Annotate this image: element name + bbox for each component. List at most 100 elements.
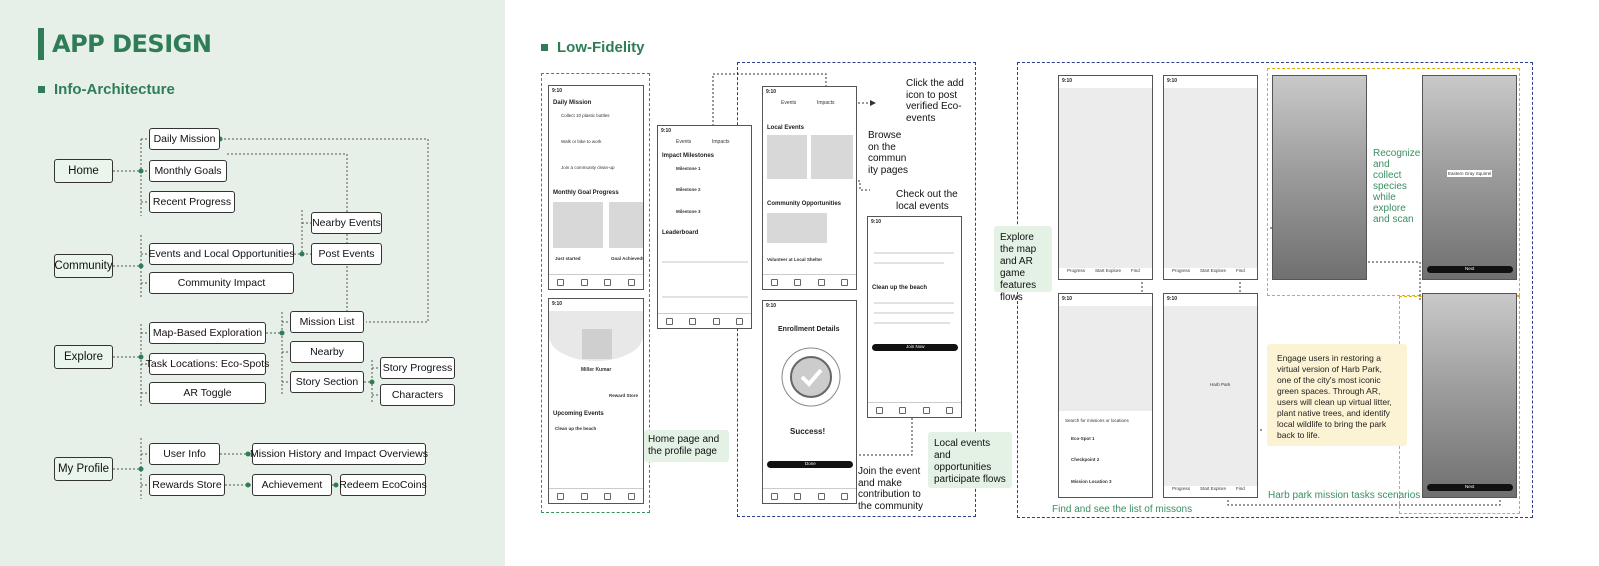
ia-node-community: Community [54, 254, 113, 278]
profile-name: Miller Kumar [581, 367, 612, 373]
ia-node-nearby: Nearby [290, 341, 364, 363]
page-title: APP DESIGN [38, 28, 212, 60]
opportunity-card [767, 213, 827, 243]
community-opps-title: Community Opportunities [767, 201, 841, 207]
annotation-add-icon: Click the add icon to post verified Eco-… [906, 78, 964, 124]
phone-ar-park-screen [1272, 75, 1367, 280]
phone-events-screen: 9:10 Events Impacts Local Events Communi… [762, 86, 857, 290]
note-home-profile: Home page and the profile page [644, 430, 729, 462]
ia-node-post-events: Post Events [311, 243, 382, 265]
bottom-nav [658, 313, 751, 328]
tab-events: Events [781, 100, 797, 106]
eco-spot-item: Checkpoint 2 [1071, 457, 1100, 462]
bottom-nav [549, 274, 643, 289]
phone-harb-park-screen: 9:10 Harb Park Progress Start Explore Fi… [1163, 293, 1258, 498]
milestone-item: Milestone 1 [676, 166, 701, 171]
tab-events: Events [676, 139, 692, 145]
find-button: Find [1236, 268, 1245, 273]
ia-node-nearby-events: Nearby Events [311, 212, 382, 234]
status-time: 9:10 [1062, 296, 1073, 302]
ia-node-story-progress: Story Progress [380, 357, 455, 379]
search-input: Search for missions or locations [1065, 418, 1129, 423]
ia-node-redeem-ecocoins: Redeem EcoCoins [339, 474, 427, 496]
goal-status: Just started [555, 256, 581, 261]
ia-node-task-locations: Task Locations: Eco-Spots [146, 353, 269, 375]
note-local-flows: Local events and opportunities participa… [928, 432, 1012, 488]
goal-card [553, 202, 603, 248]
phone-event-detail-screen: 9:10 Clean up the beach Join Now [867, 216, 962, 418]
start-explore-button: Start Explore [1200, 268, 1227, 273]
ia-node-monthly-goals: Monthly Goals [149, 160, 227, 182]
page-title-text: APP DESIGN [52, 30, 212, 58]
note-engage-users: Engage users in restoring a virtual vers… [1267, 344, 1407, 446]
ia-node-my-profile: My Profile [54, 457, 113, 481]
phone-map-screen-1: 9:10 Progress Start Explore Find [1058, 75, 1153, 280]
annotation-find-list: Find and see the list of missons [1052, 504, 1193, 515]
ia-node-ar-toggle: AR Toggle [149, 382, 266, 404]
start-explore-button: Start Explore [1200, 486, 1227, 491]
local-events-title: Local Events [767, 125, 805, 131]
phone-impacts-screen: 9:10 Events Impacts Impact Milestones Mi… [657, 125, 752, 329]
opportunity-title: Volunteer at Local Shelter [767, 257, 823, 262]
event-card [767, 135, 807, 179]
bottom-nav [868, 402, 961, 417]
start-explore-button: Start Explore [1095, 268, 1122, 273]
success-check-icon [781, 347, 841, 407]
annotation-join-event: Join the event and make contribution to … [858, 466, 924, 512]
progress-button: Progress [1067, 268, 1086, 273]
bullet-square-icon [38, 86, 45, 93]
phone-home-screen: 9:10 Daily Mission Collect 10 plastic bo… [548, 85, 644, 290]
milestone-item: Milestone 3 [676, 209, 701, 214]
bottom-nav [549, 488, 643, 503]
status-time: 9:10 [552, 301, 563, 307]
enrollment-title: Enrollment Details [778, 326, 840, 333]
done-label: Done [805, 461, 816, 466]
ia-node-home: Home [54, 159, 113, 183]
harb-park-frame-top [1267, 68, 1520, 296]
event-card [811, 135, 853, 179]
status-time: 9:10 [766, 89, 777, 95]
mission-item: Walk or bike to work [561, 139, 602, 144]
ia-node-community-impact: Community Impact [149, 272, 294, 294]
eco-spot-item: Eco-Spot 1 [1071, 436, 1095, 441]
ia-node-rewards-store: Rewards Store [149, 474, 225, 496]
success-label: Success! [790, 427, 826, 436]
annotation-browse: Browse on the commun ity pages [868, 130, 909, 176]
ia-node-characters: Characters [380, 384, 455, 406]
avatar [582, 329, 612, 359]
tab-impacts: Impacts [817, 100, 835, 106]
goal-status: Goal Achieved! [611, 256, 644, 261]
phone-profile-screen: 9:10 Miller Kumar Reward Store Upcoming … [548, 298, 644, 504]
status-time: 9:10 [552, 88, 563, 94]
status-time: 9:10 [1167, 296, 1178, 302]
phone-mission-list-screen: 9:10 Search for missions or locations Ec… [1058, 293, 1153, 498]
ia-node-user-info: User Info [149, 443, 220, 465]
annotation-check-local: Check out the local events [896, 189, 958, 212]
milestone-item: Milestone 2 [676, 187, 701, 192]
next-label: Next [1465, 266, 1475, 271]
ia-node-events-local: Events and Local Opportunities [149, 243, 294, 265]
status-time: 9:10 [871, 219, 882, 225]
ia-node-daily-mission: Daily Mission [149, 128, 220, 150]
monthly-goal-title: Monthly Goal Progress [553, 190, 619, 196]
join-now-button [872, 344, 958, 351]
ia-node-achievement: Achievement [252, 474, 332, 496]
mission-item: Join a community clean-up [561, 165, 615, 170]
low-fidelity-label: Low-Fidelity [557, 39, 645, 56]
event-item: Clean up the beach [555, 426, 597, 431]
home-profile-frame [541, 73, 650, 513]
ia-node-story-section: Story Section [290, 371, 364, 393]
find-button: Find [1131, 268, 1140, 273]
status-time: 9:10 [1062, 78, 1073, 84]
phone-ar-litter-screen: Next [1422, 293, 1517, 498]
progress-button: Progress [1172, 486, 1191, 491]
info-architecture-label: Info-Architecture [54, 81, 175, 98]
ia-node-explore: Explore [54, 345, 113, 369]
tab-impacts: Impacts [712, 139, 730, 145]
low-fidelity-heading: Low-Fidelity [541, 39, 645, 56]
status-time: 9:10 [766, 303, 777, 309]
annotation-harb-park: Harb park mission tasks scenarios [1268, 490, 1421, 501]
find-button: Find [1236, 486, 1245, 491]
harb-park-pin: Harb Park [1210, 382, 1231, 387]
daily-mission-title: Daily Mission [553, 100, 592, 106]
